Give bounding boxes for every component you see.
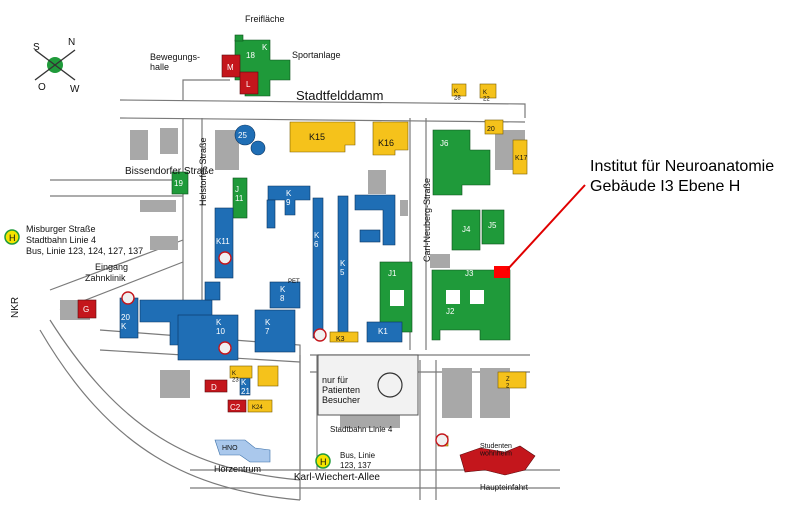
label-hno: HNO (222, 445, 238, 452)
street-karl-wiechert: Karl-Wiechert-Allee (294, 472, 381, 483)
bldg-j2: J2 (446, 307, 455, 316)
street-haupteinfahrt: Haupteinfahrt (480, 483, 529, 492)
bldg-k18: 18 (246, 51, 255, 60)
transit-stadtbahn-lower: Stadtbahn Linie 4 (330, 425, 393, 434)
bldg-k1: K1 (378, 327, 388, 336)
bldg-k16: K16 (378, 138, 394, 148)
street-helstorfer: Helstorfer Straße (198, 137, 208, 206)
annotation-line-2: Gebäude I3 Ebene H (590, 178, 741, 195)
info-markers[interactable] (121, 251, 449, 447)
h-stops[interactable] (4, 229, 331, 469)
label-freiflaeche: Freifläche (245, 14, 285, 24)
street-bissendorfer: Bissendorfer Straße (125, 166, 214, 177)
transit-nkr: NKR (10, 297, 21, 318)
bldg-c2: C2 (230, 403, 241, 412)
transit-stadtbahn4: Stadtbahn Linie 4 (26, 235, 96, 245)
bldg-j4: J4 (462, 225, 471, 234)
compass-s: S (33, 42, 40, 53)
bldg-kk: K (262, 43, 268, 52)
label-sportanlage: Sportanlage (292, 50, 341, 60)
annotation-box: Institut für Neuroanatomie Gebäude I3 Eb… (590, 157, 774, 197)
courtyards (390, 290, 484, 306)
bldg-j6: J6 (440, 139, 449, 148)
label-pet: PET (288, 279, 300, 285)
label-eingang: Eingang (95, 262, 128, 272)
label-bewegungshalle: Bewegungs-halle (150, 52, 200, 72)
bldg-k20: 20 (487, 126, 495, 133)
bldg-j1: J1 (388, 269, 397, 278)
h-stop-label-2: H (320, 457, 327, 467)
i3-highlight (494, 266, 510, 278)
hno-building (214, 439, 271, 463)
bldg-k25: 25 (238, 131, 247, 140)
bldg-k15: K15 (309, 132, 325, 142)
red-buildings (77, 54, 536, 476)
annotation-line-1: Institut für Neuroanatomie (590, 158, 775, 175)
bldg-k19: 19 (174, 179, 183, 188)
bldg-k11: K11 (216, 237, 230, 246)
label-zahnklinik: Zahnklinik (85, 273, 126, 283)
patienten-area (317, 354, 419, 416)
compass-n: N (68, 37, 75, 48)
bldg-k17: K17 (515, 155, 528, 162)
compass-w: W (70, 84, 80, 95)
transit-bus-lower: Bus, Linie (340, 451, 376, 460)
h-stop-label-1: H (9, 233, 16, 243)
label-hoerzentrum: Hörzentrum (214, 464, 261, 474)
transit-bus-left: Bus, Linie 123, 124, 127, 137 (26, 246, 143, 256)
transit-misburger: Misburger Straße (26, 224, 96, 234)
compass-rose: N O S W (33, 37, 80, 95)
bldg-g: G (83, 305, 89, 314)
annotation-leader-line (506, 184, 586, 271)
student-housing (459, 445, 536, 476)
bldg-k14: 14 (279, 148, 288, 157)
street-carl-neuberg: Carl-Neuberg-Straße (422, 178, 432, 262)
bldg-j3: J3 (465, 269, 474, 278)
bldg-d: D (211, 383, 217, 392)
yellow-buildings (229, 83, 528, 447)
bldg-j5: J5 (488, 221, 497, 230)
transit-bus-lower-lines: 123, 137 (340, 461, 372, 470)
bldg-l: L (246, 80, 251, 89)
roundabout-marker (377, 372, 403, 398)
bldg-k24: K24 (252, 405, 263, 411)
compass-o: O (38, 82, 46, 93)
bldg-k3: K3 (336, 336, 345, 343)
street-stadtfelddamm: Stadtfelddamm (296, 88, 383, 103)
bldg-m: M (227, 63, 234, 72)
